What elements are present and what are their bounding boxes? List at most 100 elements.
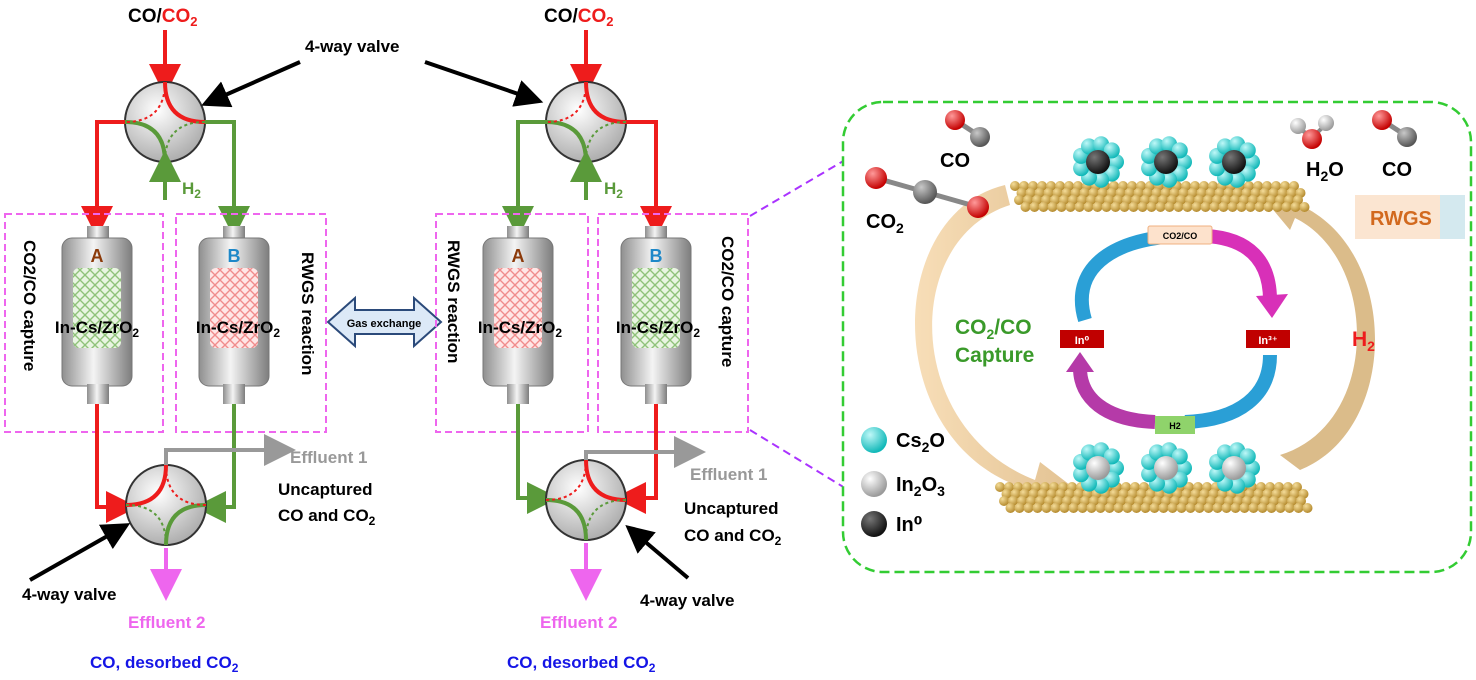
cycle-magenta-bottom (1073, 367, 1156, 429)
inset-co2-label: CO2 (866, 211, 904, 236)
legend-in2o3-swatch (861, 471, 887, 497)
right-reactor-a-catalyst: In-Cs/ZrO2 (478, 318, 562, 340)
right-rwgs-vertical-label: RWGS reaction (444, 240, 463, 363)
left-reactor-a-catalyst: In-Cs/ZrO2 (55, 318, 139, 340)
h2o-molecule (1290, 115, 1334, 149)
cycle-blue-bottom (1184, 354, 1277, 429)
support-atom (1104, 503, 1115, 513)
support-atom (1110, 202, 1121, 212)
cs2o-atom (1103, 142, 1120, 159)
left-red-flow-to-bottom (95, 404, 138, 523)
top-clusters (1073, 136, 1260, 188)
in0-core (1086, 150, 1110, 174)
left-h2-label: H2 (182, 179, 201, 201)
legend-cs2o-label: Cs2O (896, 430, 945, 455)
support-atom (1140, 503, 1151, 513)
co2-molecule (865, 167, 989, 218)
cycle-magenta-bottom-head (1066, 352, 1094, 372)
support-atom (1014, 195, 1024, 205)
support-atom (1272, 202, 1283, 212)
support-atom (1029, 202, 1040, 212)
right-bottom-valve (545, 459, 627, 541)
right-reactor-b-catalyst: In-Cs/ZrO2 (616, 318, 700, 340)
inset-co-label: CO (940, 150, 970, 172)
co-molecule-right (1372, 110, 1417, 147)
support-atom (1263, 202, 1274, 212)
support-atom (1281, 202, 1292, 212)
left-bottom-valve-pointer (29, 523, 131, 582)
support-atom (1239, 503, 1250, 513)
inset-h2-label: H2 (1352, 328, 1375, 354)
support-atom (1074, 202, 1085, 212)
cs2o-atom (1149, 138, 1165, 155)
right-bottom-valve-label: 4-way valve (640, 591, 735, 610)
support-atom (1164, 202, 1175, 212)
cycle-magenta-top-head (1256, 294, 1288, 318)
right-reactor-a-letter: A (512, 246, 525, 266)
cs2o-atom (1073, 466, 1090, 483)
support-atom (1284, 503, 1295, 513)
in0-badge-text: In⁰ (1075, 335, 1090, 347)
support-atom (1290, 202, 1301, 212)
support-atom (1131, 503, 1142, 513)
left-red-flow-to-a (81, 120, 125, 238)
top-valve-pointer-right (424, 60, 544, 107)
support-atom (1275, 503, 1286, 513)
right-green-flow-to-bottom (516, 404, 559, 514)
cs2o-atom (1161, 171, 1178, 188)
top-valve-label: 4-way valve (305, 37, 400, 56)
support-atom (1155, 202, 1166, 212)
support-atom (1191, 202, 1202, 212)
left-reactor-a: A (61, 226, 133, 404)
cs2o-atom (1073, 160, 1090, 177)
right-uncaptured-line2: CO and CO2 (684, 526, 782, 548)
support-atom (1200, 202, 1211, 212)
top-valve-pointer-left (201, 60, 301, 108)
support-atom (1146, 202, 1157, 212)
right-reactor-b-letter: B (650, 246, 663, 266)
left-desorbed-label: CO, desorbed CO2 (90, 653, 239, 675)
zoom-connector-bottom (749, 429, 846, 489)
left-reactor-b: B (198, 226, 270, 404)
legend-in2o3-label: In2O3 (896, 474, 945, 499)
right-effluent2-label: Effluent 2 (540, 613, 617, 632)
in2o3-core (1222, 456, 1246, 480)
right-bottom-valve-pointer (625, 524, 690, 580)
bottom-clusters (1073, 442, 1260, 494)
cs2o-atom (1171, 448, 1188, 465)
cs2o-atom (1171, 142, 1188, 159)
right-h2-label: H2 (604, 179, 623, 201)
support-atom (1173, 202, 1184, 212)
support-atom (1167, 503, 1178, 513)
support-atom (1032, 503, 1043, 513)
support-atom (1065, 202, 1076, 212)
support-atom (1119, 202, 1130, 212)
support-atom (1302, 503, 1313, 513)
support-atom (1209, 202, 1220, 212)
cs2o-atom (1239, 142, 1256, 159)
support-atom (1068, 503, 1079, 513)
cs2o-atom (1103, 448, 1120, 465)
arc-left (915, 185, 1070, 505)
right-reactor-b: B (620, 226, 692, 404)
cs2o-atom (1149, 444, 1165, 461)
support-atom (1257, 503, 1268, 513)
support-atom (1227, 202, 1238, 212)
left-capture-box (4, 213, 164, 433)
support-atom (1101, 202, 1112, 212)
support-atom (1194, 503, 1205, 513)
h2-badge (1155, 416, 1195, 434)
left-unit: CO/CO2 H2 CO2/CO capture RWGS reaction (4, 6, 376, 675)
support-atom (1128, 202, 1139, 212)
support-atom (995, 482, 1005, 492)
support-atom (1245, 202, 1256, 212)
cs2o-atom (1209, 466, 1226, 483)
right-effluent1-label: Effluent 1 (690, 465, 767, 484)
left-feed-label: CO/CO2 (128, 6, 198, 29)
left-bottom-valve-label: 4-way valve (22, 585, 117, 604)
right-desorbed-label: CO, desorbed CO2 (507, 653, 656, 675)
left-green-flow-to-bottom (194, 404, 236, 523)
cs2o-atom (1239, 448, 1256, 465)
cs2o-atom (1229, 477, 1246, 494)
support-atom (1254, 202, 1265, 212)
